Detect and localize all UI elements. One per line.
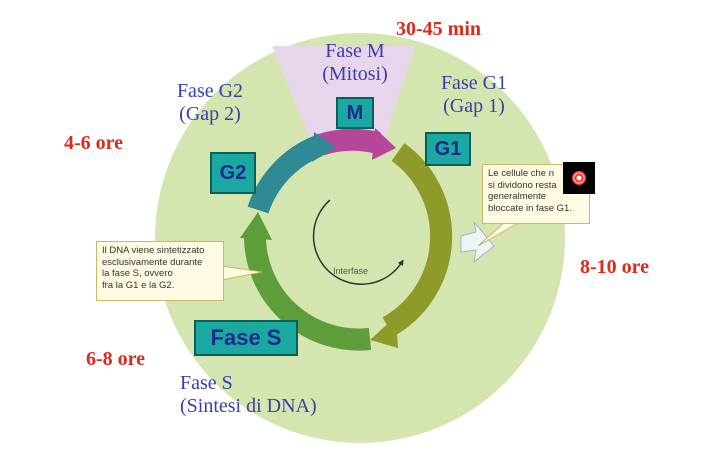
phase-s-title-line2: (Sintesi di DNA) [180,395,317,417]
badge-g1: G1 [425,132,471,166]
callout-g1-line: bloccate in fase G1. [488,202,572,214]
callout-s-line: la fase S, ovvero [102,268,173,279]
callout-g1-line: Le cellule che n [488,168,555,179]
phase-s-title: Fase S (Sintesi di DNA) [180,372,370,418]
badge-g2: G2 [210,152,256,194]
callout-s-line: Il DNA viene sintetizzato [102,245,205,256]
phase-g2-title-line2: (Gap 2) [179,103,241,125]
duration-m: 30-45 min [396,18,481,40]
interphase-label: Interfase [333,266,369,276]
phase-s-title-line1: Fase S [180,372,233,394]
callout-g1-line: generalmente [488,191,547,202]
callout-s-line: fra la G1 e la G2. [102,279,175,291]
arrow-s [243,231,372,351]
arrow-g2 [247,135,323,214]
phase-g1-title: Fase G1 (Gap 1) [424,72,524,118]
callout-g1-line: si dividono resta [488,179,557,191]
g0-exit-arrow [460,221,495,264]
phase-g2-title-line1: Fase G2 [176,80,244,102]
arrow-g1 [382,143,453,337]
callout-s-line: esclusivamente durante [102,256,203,268]
arrow-m-head [372,128,396,160]
interphase-arrow [312,199,404,285]
arrow-s-head [240,212,272,240]
phase-g2-title: Fase G2 (Gap 2) [160,80,260,126]
duration-s: 6-8 ore [86,348,146,370]
inner-disc [254,148,450,344]
phase-m-title-line2: (Mitosi) [322,63,388,85]
badge-m: M [336,97,374,129]
duration-g2: 4-6 ore [64,132,124,154]
phase-m-title-line1: Fase M [325,40,385,62]
arrow-g2-head [312,132,336,162]
phase-m-title: Fase M (Mitosi) [300,40,410,86]
duration-g1: 8-10 ore [580,256,650,278]
badge-s: Fase S [194,320,298,356]
arrow-g1-head [370,316,398,348]
phase-g1-title-line1: Fase G1 [440,72,508,94]
callout-s: Il DNA viene sintetizzato esclusivamente… [96,241,224,301]
phase-g1-title-line2: (Gap 1) [443,95,505,117]
laser-pointer-icon [563,162,595,194]
